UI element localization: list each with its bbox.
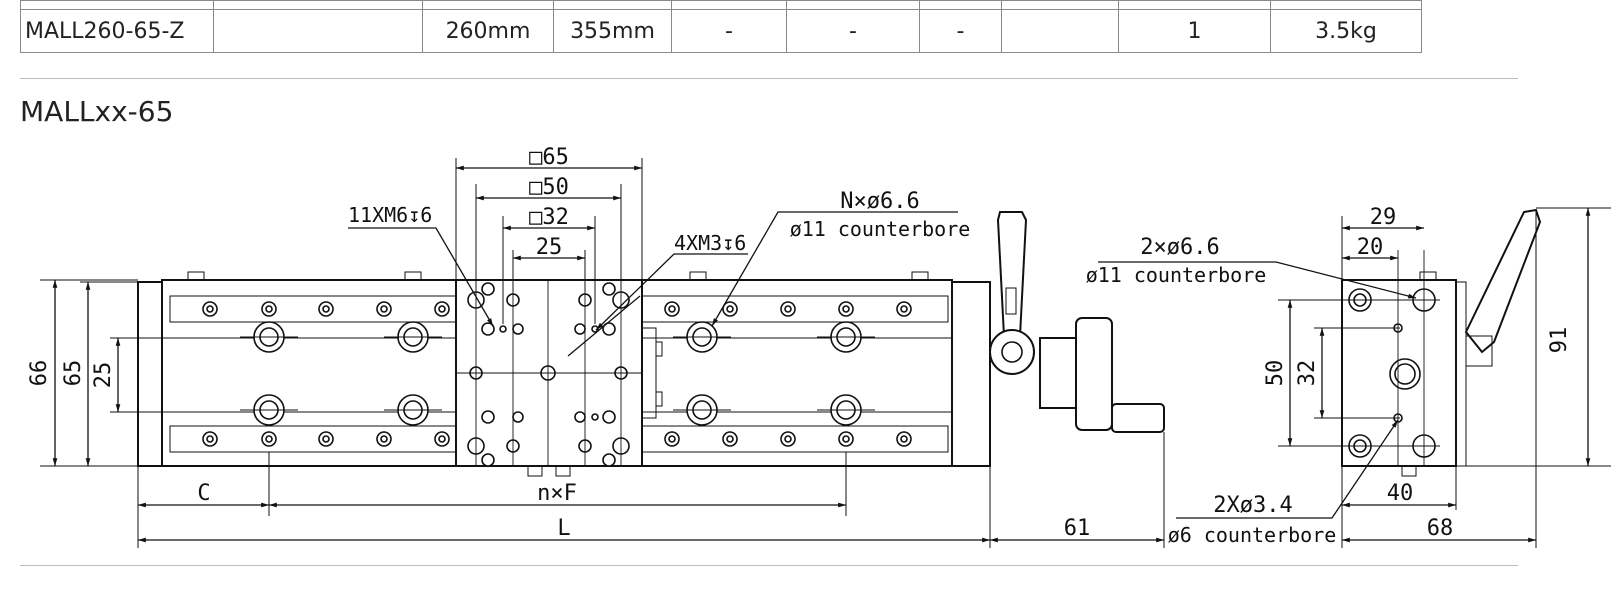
label-n-hole-1: N×ø6.6 xyxy=(840,189,919,214)
spec-table: MALL260-65-Z 260mm 355mm - - - 1 3.5kg xyxy=(20,0,1422,53)
table-cell-model: MALL260-65-Z xyxy=(20,9,214,53)
table-cell: 1 xyxy=(1118,9,1271,53)
label-side-small-2: ø6 counterbore xyxy=(1168,523,1337,547)
lever-slot xyxy=(1005,287,1017,315)
bottom-divider xyxy=(20,565,1518,566)
base-tab xyxy=(404,271,422,281)
side-lever-base xyxy=(1465,335,1493,367)
section-divider xyxy=(20,78,1518,79)
label-m3: 4XM3↧6 xyxy=(674,231,746,255)
label-side-hole-1: 2×ø6.6 xyxy=(1140,235,1219,260)
knob-collar xyxy=(1039,337,1077,409)
table-cell xyxy=(1001,9,1119,53)
table-cell: - xyxy=(671,9,787,53)
label-side-small-1: 2Xø3.4 xyxy=(1213,493,1292,518)
side-flange xyxy=(1455,281,1467,467)
left-end-plate xyxy=(137,281,163,467)
leader-side-small xyxy=(1176,419,1399,519)
label-25-top: 25 xyxy=(536,235,563,260)
section-title: MALLxx-65 xyxy=(20,95,174,128)
base-tab xyxy=(911,271,929,281)
right-end-plate xyxy=(951,281,991,467)
table-row: MALL260-65-Z 260mm 355mm - - - 1 3.5kg xyxy=(20,9,1422,53)
label-side-20: 20 xyxy=(1357,235,1384,260)
carriage-foot xyxy=(527,465,543,477)
table-cell: 355mm xyxy=(553,9,672,53)
label-sq50: □50 xyxy=(529,175,569,200)
carriage-foot xyxy=(555,465,571,477)
side-tab xyxy=(1419,271,1437,281)
label-nf: n×F xyxy=(537,481,577,506)
carriage-holes xyxy=(456,280,642,467)
table-cell: 3.5kg xyxy=(1270,9,1422,53)
label-side-91: 91 xyxy=(1547,327,1572,354)
side-foot xyxy=(1401,465,1417,477)
label-side-32: 32 xyxy=(1295,360,1320,387)
leader-n-hole xyxy=(711,211,958,327)
leader-m3-ext xyxy=(567,295,641,357)
side-lever xyxy=(1464,208,1542,354)
label-n-hole-2: ø11 counterbore xyxy=(790,217,971,241)
leader-side-hole xyxy=(1098,261,1417,299)
handwheel-assembly xyxy=(989,211,1165,433)
label-66: 66 xyxy=(27,360,52,387)
label-l: L xyxy=(557,516,570,541)
label-side-29: 29 xyxy=(1370,205,1397,230)
knob-shaft xyxy=(1111,403,1165,433)
leader-m3 xyxy=(595,253,748,331)
label-61: 61 xyxy=(1064,516,1091,541)
label-65: 65 xyxy=(61,360,86,387)
label-m6: 11XM6↧6 xyxy=(348,203,432,227)
table-cell: - xyxy=(919,9,1002,53)
leader-m6 xyxy=(348,227,494,327)
rail-holes-bottom xyxy=(202,431,912,447)
rail-holes-top xyxy=(202,301,912,317)
base-tab xyxy=(187,271,205,281)
carriage-lock xyxy=(655,391,663,407)
label-side-50: 50 xyxy=(1263,360,1288,387)
carriage-lock xyxy=(655,341,663,357)
label-sq65: □65 xyxy=(529,145,569,170)
lock-lever xyxy=(996,211,1028,337)
label-side-68: 68 xyxy=(1427,516,1454,541)
front-view: 66 65 25 □65 □50 □32 25 11XM6↧6 4XM3↧6 N… xyxy=(27,145,1165,548)
knob xyxy=(1075,317,1113,431)
base-tab xyxy=(689,271,707,281)
label-side-hole-2: ø11 counterbore xyxy=(1086,263,1267,287)
label-sq32: □32 xyxy=(529,205,569,230)
label-c: C xyxy=(197,481,210,506)
counterbore-holes xyxy=(240,321,875,426)
label-side-40: 40 xyxy=(1387,481,1414,506)
side-view: 29 20 50 32 2×ø6.6 ø11 counterbore 2Xø3.… xyxy=(1086,205,1611,548)
table-cell: - xyxy=(786,9,920,53)
label-25-left: 25 xyxy=(91,362,116,389)
